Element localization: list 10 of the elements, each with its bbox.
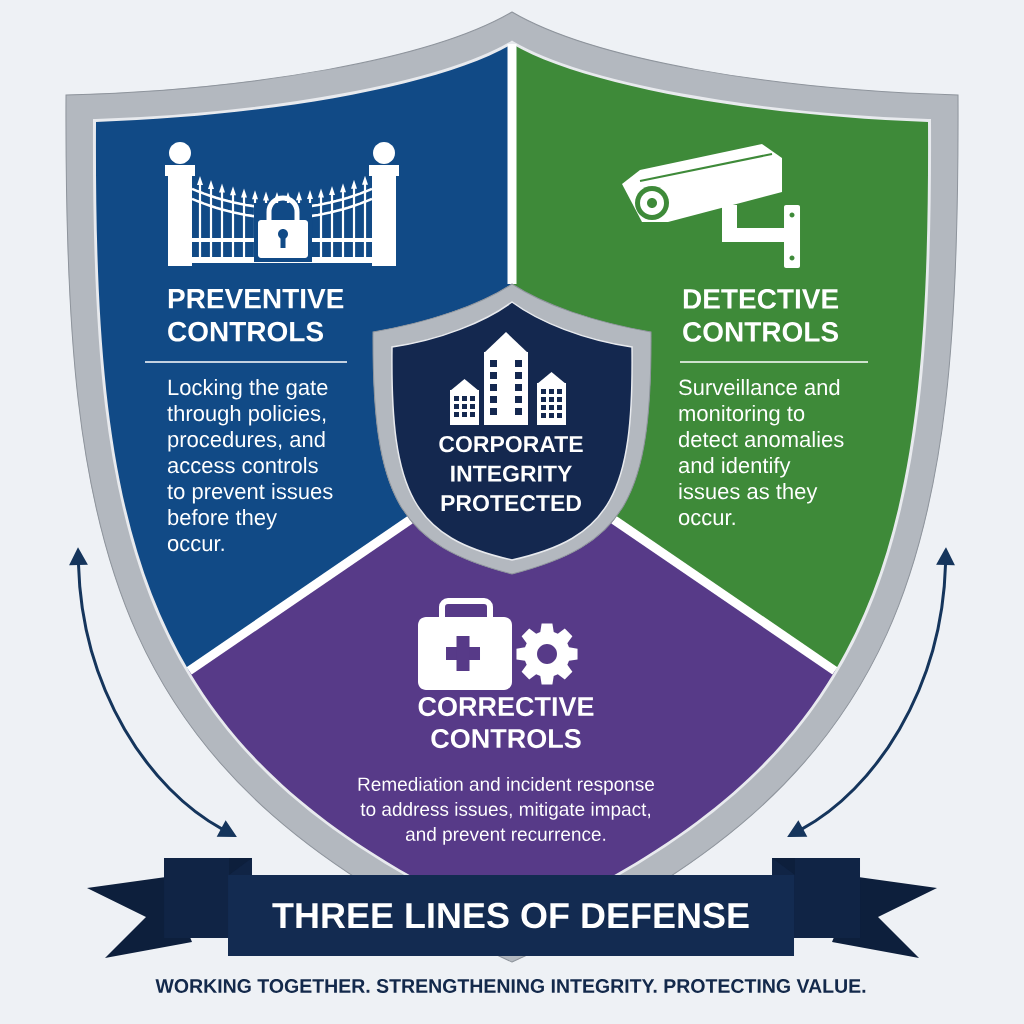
section-description: Locking the gate through policies, procedures, and access controls to prevent issues before they occur. — [167, 379, 333, 552]
center-shield — [372, 283, 652, 575]
tagline: WORKING TOGETHER. STRENGTHENING INTEGRITY. PROTECTING VALUE. — [155, 979, 866, 993]
section-heading: DETECTIVE CONTROLS — [683, 289, 839, 342]
section-heading: CORRECTIVE CONTROLS — [418, 697, 594, 749]
section-description: Surveillance and monitoring to detect anomalies and identify issues as they occur. — [678, 379, 844, 526]
shield-title: CORPORATE INTEGRITY PROTECTED — [439, 436, 583, 512]
ribbon-banner: THREE LINES OF DEFENSE — [87, 858, 937, 958]
section-heading: PREVENTIVE CONTROLS — [168, 289, 344, 342]
section-description: Remediation and incident response to address issues, mitigate impact, and prevent recurrence. — [358, 777, 654, 845]
